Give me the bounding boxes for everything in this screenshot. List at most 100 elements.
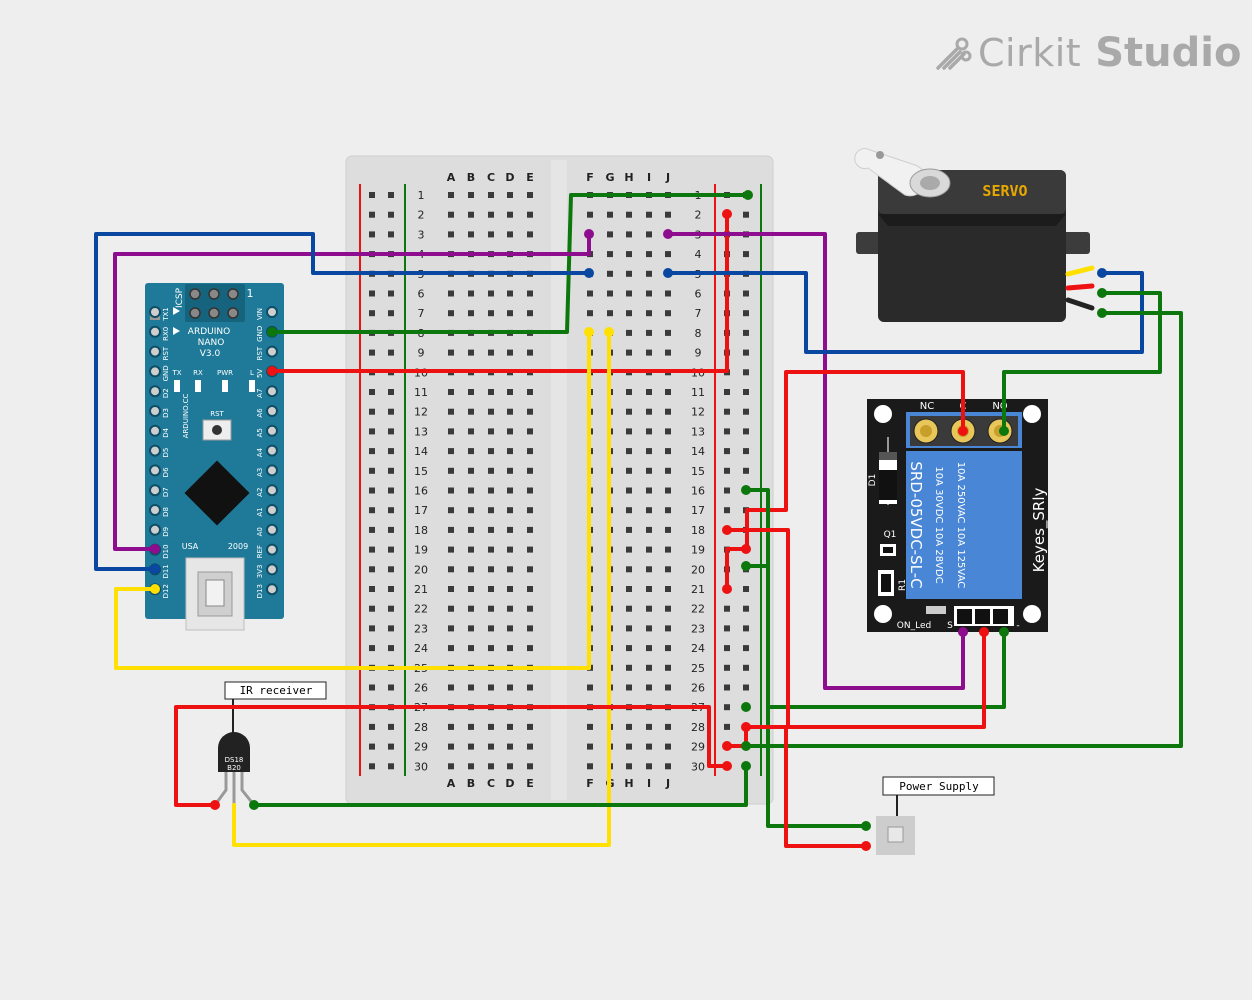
breadboard-hole[interactable] <box>388 467 394 474</box>
breadboard-hole[interactable] <box>626 664 632 671</box>
breadboard-hole[interactable] <box>527 290 533 297</box>
breadboard-hole[interactable] <box>369 586 375 592</box>
breadboard-hole[interactable] <box>646 645 652 652</box>
breadboard-hole[interactable] <box>507 586 513 592</box>
breadboard-hole[interactable] <box>646 428 652 435</box>
breadboard-hole[interactable] <box>724 428 730 435</box>
breadboard-hole[interactable] <box>646 684 652 691</box>
breadboard-hole[interactable] <box>646 586 652 592</box>
breadboard-hole[interactable] <box>527 743 533 750</box>
breadboard-hole[interactable] <box>626 231 632 238</box>
breadboard-hole[interactable] <box>587 684 593 691</box>
breadboard-hole[interactable] <box>527 467 533 474</box>
breadboard-hole[interactable] <box>488 507 494 514</box>
breadboard-hole[interactable] <box>507 467 513 474</box>
breadboard-hole[interactable] <box>369 428 375 435</box>
breadboard-hole[interactable] <box>646 211 652 218</box>
breadboard-hole[interactable] <box>646 467 652 474</box>
breadboard-hole[interactable] <box>507 408 513 415</box>
breadboard-hole[interactable] <box>468 684 474 691</box>
breadboard-hole[interactable] <box>488 389 494 395</box>
breadboard-hole[interactable] <box>468 645 474 652</box>
breadboard-hole[interactable] <box>646 329 652 336</box>
arduino-pin-right[interactable] <box>266 523 278 536</box>
breadboard-hole[interactable] <box>743 408 749 415</box>
breadboard-hole[interactable] <box>369 605 375 612</box>
breadboard-hole[interactable] <box>448 467 454 474</box>
servo-motor[interactable]: SERVO <box>854 148 1095 322</box>
breadboard-hole[interactable] <box>743 310 749 317</box>
breadboard-hole[interactable] <box>369 763 375 770</box>
breadboard-hole[interactable] <box>626 645 632 652</box>
breadboard-hole[interactable] <box>646 605 652 612</box>
breadboard-hole[interactable] <box>468 763 474 770</box>
breadboard-hole[interactable] <box>626 251 632 258</box>
breadboard-hole[interactable] <box>665 763 671 770</box>
breadboard-hole[interactable] <box>626 270 632 277</box>
breadboard-hole[interactable] <box>626 389 632 395</box>
breadboard-hole[interactable] <box>388 723 394 730</box>
breadboard-hole[interactable] <box>607 270 613 277</box>
breadboard-hole[interactable] <box>743 448 749 455</box>
breadboard-hole[interactable] <box>527 684 533 691</box>
breadboard-hole[interactable] <box>626 743 632 750</box>
breadboard-hole[interactable] <box>626 684 632 691</box>
breadboard-hole[interactable] <box>448 546 454 553</box>
breadboard-hole[interactable] <box>665 645 671 652</box>
breadboard-hole[interactable] <box>527 487 533 494</box>
relay-module[interactable]: NC C NO 10A 250VAC 10A 125VAC 10A 30VDC … <box>867 399 1049 632</box>
breadboard-hole[interactable] <box>507 349 513 356</box>
breadboard-hole[interactable] <box>468 408 474 415</box>
breadboard-hole[interactable] <box>646 625 652 632</box>
breadboard-hole[interactable] <box>388 684 394 691</box>
breadboard-hole[interactable] <box>646 743 652 750</box>
breadboard-hole[interactable] <box>724 605 730 612</box>
breadboard-hole[interactable] <box>468 211 474 218</box>
breadboard-hole[interactable] <box>507 763 513 770</box>
breadboard-hole[interactable] <box>646 408 652 415</box>
arduino-pin-left[interactable] <box>149 424 161 437</box>
breadboard-hole[interactable] <box>724 487 730 494</box>
breadboard-hole[interactable] <box>488 566 494 573</box>
breadboard-hole[interactable] <box>448 723 454 730</box>
breadboard-hole[interactable] <box>607 211 613 218</box>
breadboard-hole[interactable] <box>665 290 671 297</box>
breadboard-hole[interactable] <box>626 586 632 592</box>
breadboard-hole[interactable] <box>388 408 394 415</box>
breadboard-hole[interactable] <box>507 546 513 553</box>
breadboard-hole[interactable] <box>488 586 494 592</box>
breadboard-hole[interactable] <box>448 645 454 652</box>
breadboard-hole[interactable] <box>507 310 513 317</box>
breadboard-hole[interactable] <box>369 408 375 415</box>
breadboard-hole[interactable] <box>626 723 632 730</box>
breadboard-hole[interactable] <box>468 310 474 317</box>
breadboard-hole[interactable] <box>527 507 533 514</box>
breadboard-hole[interactable] <box>369 487 375 494</box>
breadboard-hole[interactable] <box>388 586 394 592</box>
breadboard-hole[interactable] <box>507 645 513 652</box>
breadboard-hole[interactable] <box>448 290 454 297</box>
breadboard-hole[interactable] <box>468 566 474 573</box>
breadboard-hole[interactable] <box>369 349 375 356</box>
arduino-pin-right[interactable] <box>266 543 278 556</box>
breadboard-hole[interactable] <box>646 526 652 533</box>
breadboard-hole[interactable] <box>587 763 593 770</box>
arduino-pin-right[interactable] <box>266 583 278 596</box>
breadboard-hole[interactable] <box>369 526 375 533</box>
breadboard-hole[interactable] <box>468 467 474 474</box>
breadboard-hole[interactable] <box>743 349 749 356</box>
breadboard-hole[interactable] <box>388 448 394 455</box>
breadboard-hole[interactable] <box>665 684 671 691</box>
breadboard-hole[interactable] <box>488 408 494 415</box>
breadboard-hole[interactable] <box>626 507 632 514</box>
breadboard-hole[interactable] <box>448 566 454 573</box>
breadboard-hole[interactable] <box>527 349 533 356</box>
breadboard-hole[interactable] <box>468 586 474 592</box>
breadboard-hole[interactable] <box>507 507 513 514</box>
breadboard-hole[interactable] <box>388 290 394 297</box>
arduino-pin-right[interactable] <box>266 444 278 457</box>
breadboard-hole[interactable] <box>507 723 513 730</box>
arduino-pin-right[interactable] <box>266 504 278 516</box>
breadboard-hole[interactable] <box>665 605 671 612</box>
breadboard-hole[interactable] <box>665 586 671 592</box>
